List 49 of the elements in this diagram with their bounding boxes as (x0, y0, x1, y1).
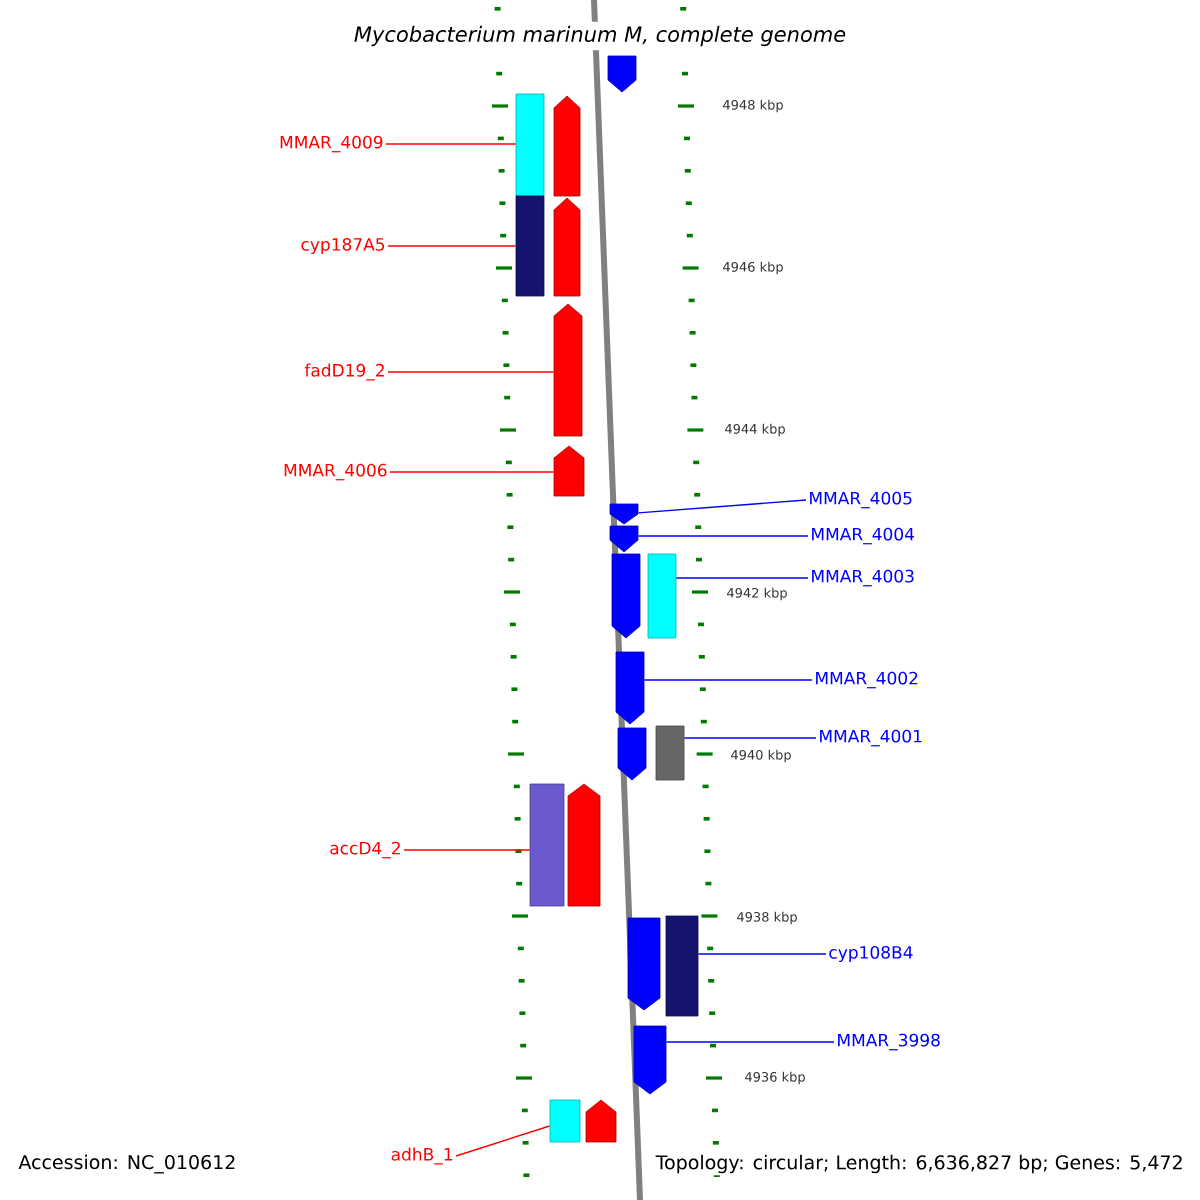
gene-block (567, 783, 601, 907)
gene-block (615, 651, 645, 725)
gene-label: MMAR_4002 (816, 671, 918, 689)
gene-block (609, 525, 639, 553)
leader-line (637, 535, 809, 537)
gene-label: cyp187A5 (301, 237, 385, 255)
leader-line (683, 737, 817, 739)
gene-label: MMAR_4009 (280, 135, 383, 153)
footer-text: Accession: NC_010612 (16, 1152, 239, 1176)
gene-block (585, 1099, 617, 1143)
gene-block (633, 1025, 667, 1095)
gene-label: MMAR_4004 (812, 527, 914, 545)
gene-block (515, 93, 545, 197)
gene-block (617, 727, 647, 781)
leader-line (403, 849, 531, 851)
gene-block (627, 917, 661, 1011)
gene-label: MMAR_4003 (812, 569, 914, 587)
gene-label: MMAR_3998 (838, 1033, 940, 1051)
gene-block (553, 445, 585, 497)
leader-line (643, 679, 813, 681)
footer-text: Topology: circular; Length: 6,636,827 bp; Genes: 5,472 (653, 1152, 1186, 1176)
gene-block (553, 303, 583, 437)
gene-block (529, 783, 565, 907)
title: Mycobacterium marinum M, complete genome (349, 21, 851, 51)
leader-line (697, 953, 827, 955)
gene-block (553, 95, 581, 197)
leader-line (675, 577, 809, 579)
leader-line (665, 1041, 835, 1043)
gene-label: MMAR_4001 (820, 729, 922, 747)
gene-label: MMAR_4006 (284, 463, 387, 481)
gene-label: adhB_1 (391, 1147, 453, 1165)
gene-block (549, 1099, 581, 1143)
leader-line (387, 371, 555, 373)
gene-block (553, 197, 581, 297)
leader-line (385, 143, 517, 145)
gene-label: MMAR_4005 (810, 491, 912, 509)
gene-block (665, 915, 699, 1017)
leader-line (387, 245, 517, 247)
leader-line (389, 471, 555, 473)
gene-label: accD4_2 (330, 841, 400, 859)
gene-block (655, 725, 685, 781)
gene-block (647, 553, 677, 639)
gene-block (609, 503, 639, 525)
gene-block (515, 195, 545, 297)
leader-line (455, 1125, 551, 1157)
gene-label: cyp108B4 (829, 945, 913, 963)
leader-line (637, 499, 807, 514)
gene-block (607, 55, 637, 93)
gene-label: fadD19_2 (304, 363, 384, 381)
